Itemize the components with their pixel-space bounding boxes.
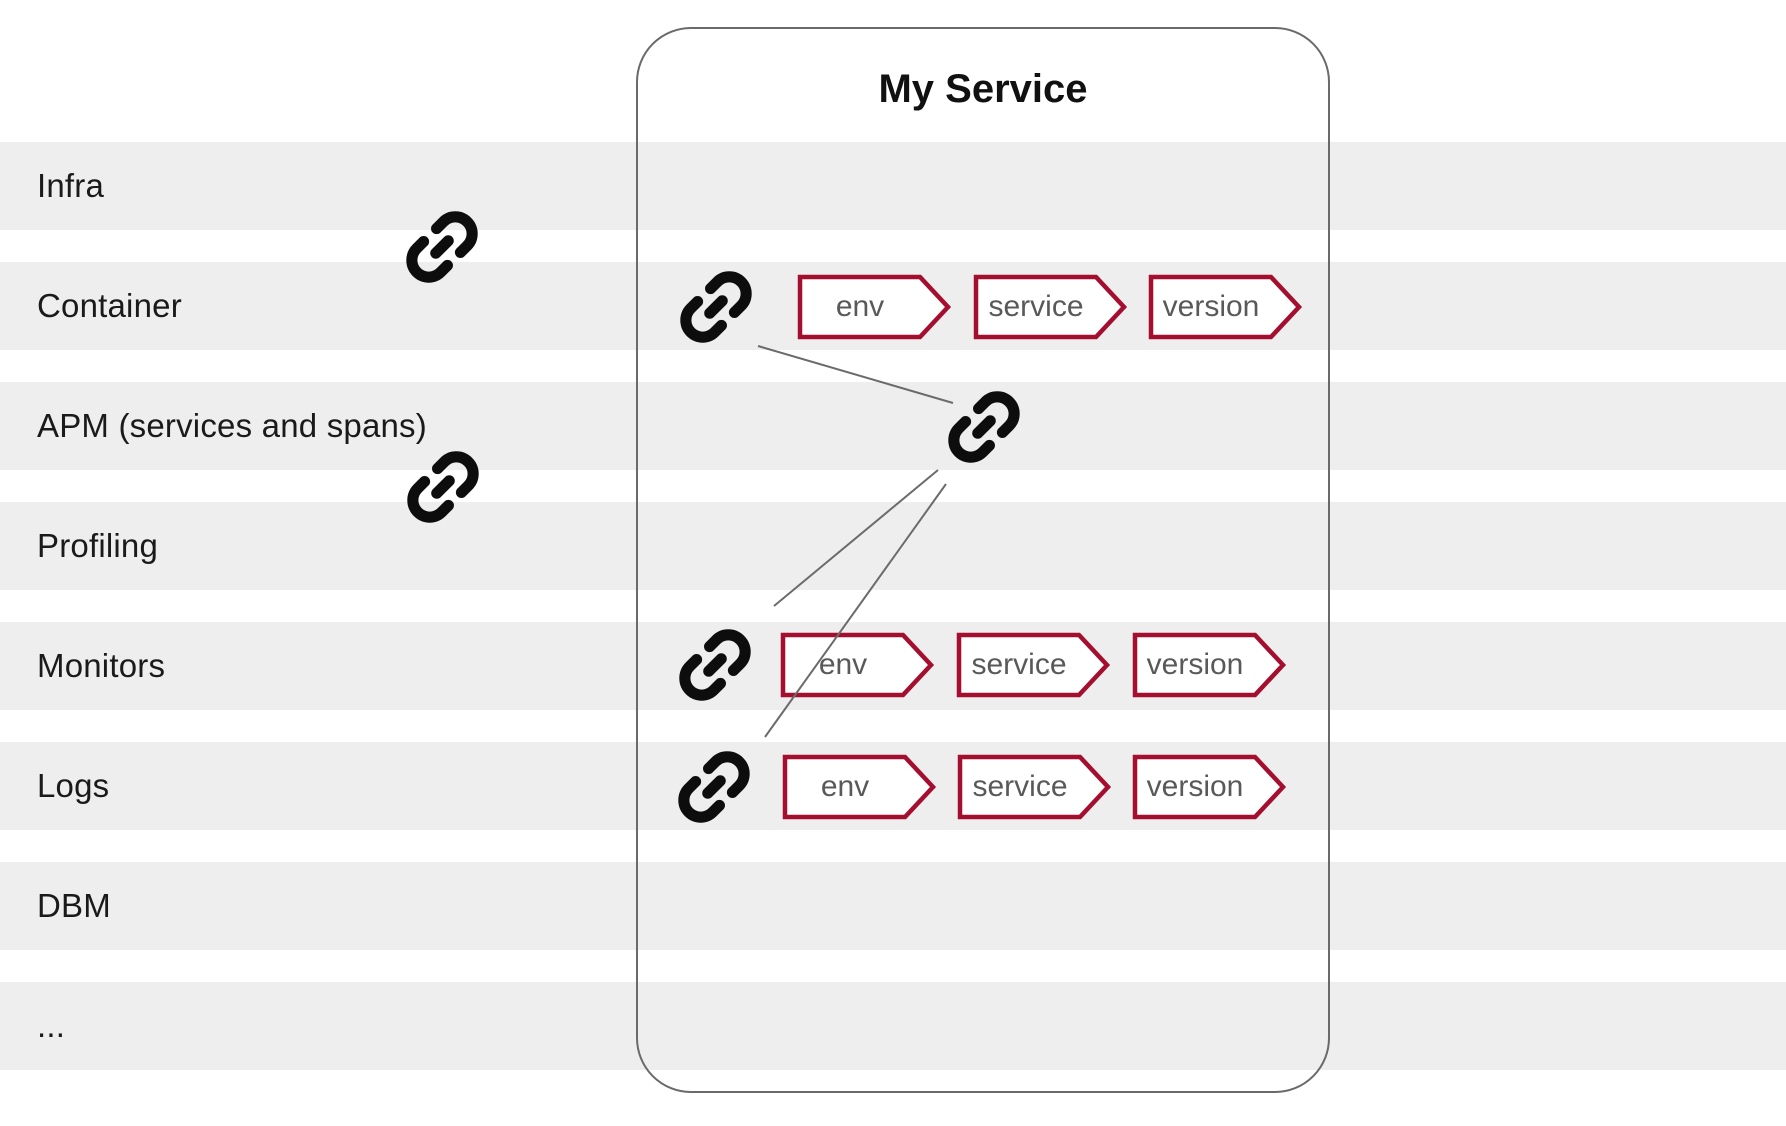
row-label-dbm: DBM: [37, 887, 111, 924]
row-label-container: Container: [37, 287, 182, 324]
link-icon: [396, 201, 488, 293]
tag-version: version: [1132, 632, 1287, 698]
row-stripe-more: ...: [0, 982, 1786, 1070]
tag-service: service: [973, 274, 1128, 340]
row-stripe-infra: Infra: [0, 142, 1786, 230]
tag-env: env: [797, 274, 952, 340]
row-stripe-dbm: DBM: [0, 862, 1786, 950]
tag-service: service: [956, 632, 1111, 698]
row-label-monitors: Monitors: [37, 647, 166, 684]
tag-label: service: [972, 770, 1068, 803]
tag-version: version: [1148, 274, 1303, 340]
tag-label: version: [1146, 648, 1244, 681]
tag-label: env: [835, 290, 885, 323]
link-icon: [938, 381, 1030, 473]
tag-label: version: [1162, 290, 1260, 323]
row-label-profiling: Profiling: [37, 527, 159, 564]
link-icon: [668, 741, 760, 833]
tag-env: env: [780, 632, 935, 698]
tag-label: service: [971, 648, 1067, 681]
tag-label: service: [988, 290, 1084, 323]
tag-env: env: [782, 754, 937, 820]
my-service-title: My Service: [878, 67, 1088, 111]
tag-label: version: [1146, 770, 1244, 803]
link-icon: [669, 619, 761, 711]
row-label-more: ...: [37, 1007, 66, 1044]
link-icon: [397, 441, 489, 533]
tag-version: version: [1132, 754, 1287, 820]
row-label-infra: Infra: [37, 167, 105, 204]
row-label-apm: APM (services and spans): [37, 407, 427, 444]
my-service-box: My Service: [636, 27, 1330, 1093]
tag-label: env: [820, 770, 870, 803]
tag-service: service: [957, 754, 1112, 820]
row-label-logs: Logs: [37, 767, 110, 804]
link-icon: [670, 261, 762, 353]
tag-label: env: [818, 648, 868, 681]
